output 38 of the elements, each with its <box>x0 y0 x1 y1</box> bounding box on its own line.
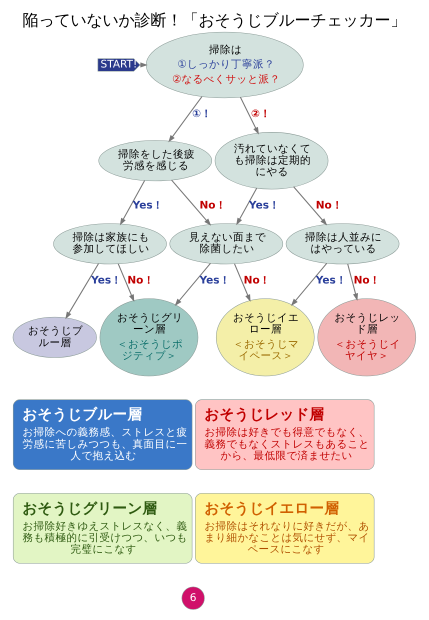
edge-label: Yes！ <box>91 274 122 286</box>
edge-label: Yes！ <box>248 199 280 212</box>
arrow <box>293 186 328 226</box>
edge-label: No！ <box>316 199 343 212</box>
arrow <box>234 264 251 302</box>
edge-label: ①！ <box>192 108 212 120</box>
edge-label: No！ <box>244 274 271 286</box>
node-box: おそうじブルー層 お掃除への義務感、ストレスと疲労感に苦しみつつも、真面目に一人で抱え込む <box>12 399 192 470</box>
arrow <box>168 96 202 142</box>
node-ellipse: 汚れていなくても掃除は定期的にやる <box>214 132 328 190</box>
arrow <box>174 262 211 306</box>
label: 6 <box>190 592 197 604</box>
arrow <box>236 188 258 226</box>
node-ellipse: おそうじレッド層 ＜おそうじイヤイヤ＞ <box>318 298 416 376</box>
arrow <box>120 180 146 226</box>
arrow <box>347 264 358 301</box>
arrow <box>171 180 212 226</box>
node-box: おそうじイエロー層 お掃除はそれなりに好きだが、あまり細かなことは気にせず、マイペースにこなす <box>195 493 374 564</box>
edge-label: No！ <box>354 274 381 286</box>
node-ellipse: おそうじブルー層 <box>12 316 97 358</box>
edge-label: No！ <box>199 199 226 212</box>
diagram-title: 陥っていないか診断！「おそうじブルーチェッカー」 <box>22 10 407 30</box>
node-ellipse: 掃除は ①しっかり丁寧派？ ②なるべくサッと派？ <box>146 32 304 98</box>
node-ellipse: 見えない面まで除菌したい <box>170 223 284 264</box>
node-ellipse: 掃除をした後疲労感を感じる <box>98 140 212 182</box>
node-box: おそうじレッド層 お掃除は好きでも得意でもなく、義務でもなくストレスもあることから、最低限で済ませたい <box>195 399 374 470</box>
edge-label: No！ <box>127 274 154 286</box>
edge-label: ②！ <box>251 108 271 120</box>
edge-label: Yes！ <box>199 274 231 286</box>
edge-label: Yes！ <box>132 199 164 212</box>
node-ellipse: 掃除は人並みにはやっている <box>286 223 400 264</box>
arrow <box>118 264 134 302</box>
node-box: おそうじグリーン層 お掃除好きゆえストレスなく、義務も積極的に引受けつつ、いつも完璧にこなす <box>12 493 192 564</box>
arrow <box>240 96 259 135</box>
arrow <box>65 263 100 320</box>
arrow <box>291 262 328 306</box>
edge-label: Yes！ <box>316 274 347 286</box>
node-ellipse: 掃除は家族にも参加してほしい <box>53 223 167 264</box>
